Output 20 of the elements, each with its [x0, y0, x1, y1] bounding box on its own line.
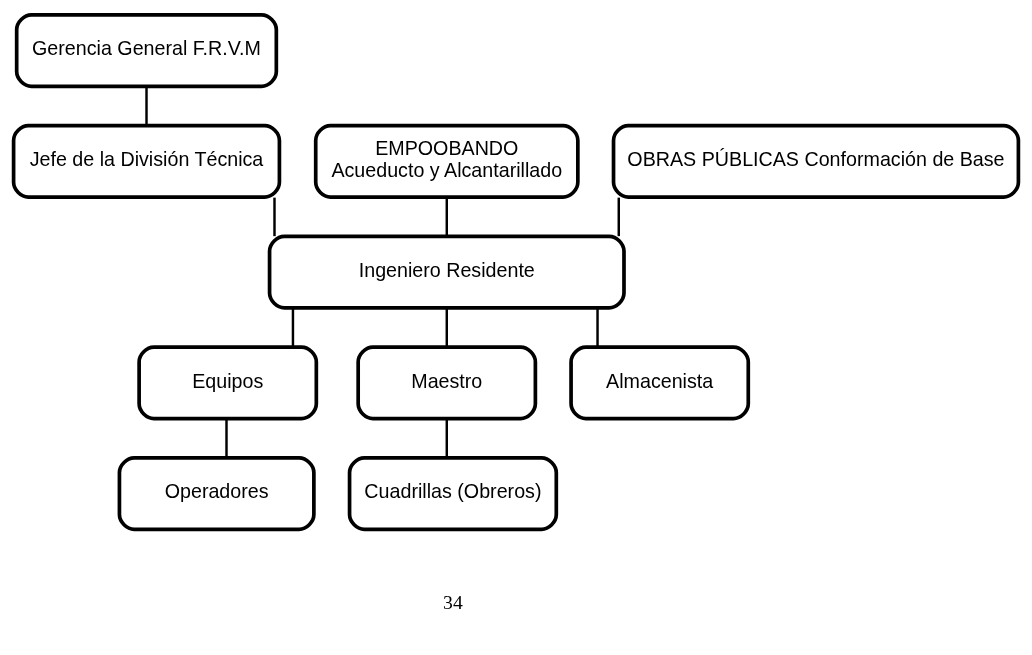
- connector: [225, 419, 228, 458]
- connector: [445, 308, 448, 347]
- node-box: Operadores: [117, 456, 316, 532]
- connector: [445, 419, 448, 458]
- connector: [273, 197, 276, 237]
- node-box: Cuadrillas (Obreros): [347, 456, 559, 532]
- node-box: EMPOOBANDO Acueducto y Alcantarillado: [313, 123, 580, 199]
- node-box: Jefe de la División Técnica: [11, 123, 282, 199]
- connector: [596, 308, 599, 347]
- node-box: Ingeniero Residente: [267, 234, 626, 310]
- node-box: Almacenista: [569, 345, 751, 421]
- label: 34: [443, 591, 463, 614]
- node-box: Gerencia General F.R.V.M: [14, 13, 279, 89]
- connector: [617, 197, 620, 237]
- connector: [445, 197, 448, 237]
- node-box: Maestro: [356, 345, 538, 421]
- node-box: Equipos: [137, 345, 319, 421]
- connector: [145, 86, 148, 126]
- node-box: OBRAS PÚBLICAS Conformación de Base: [611, 123, 1021, 199]
- connector: [291, 308, 295, 347]
